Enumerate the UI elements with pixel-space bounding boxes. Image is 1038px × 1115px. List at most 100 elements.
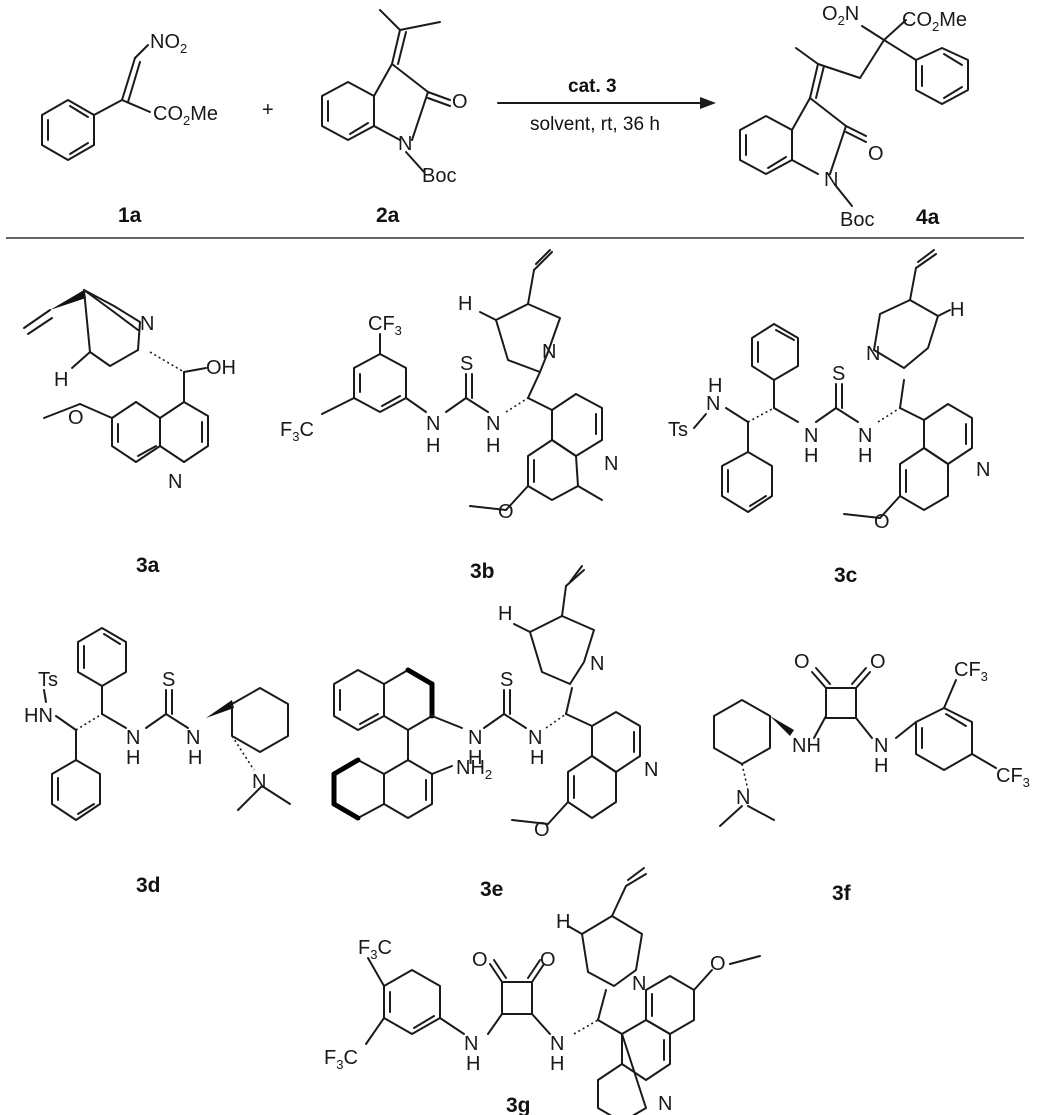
svg-text:H: H [556,911,570,933]
compound-4a: O2N CO2Me O N Boc [739,3,969,231]
svg-text:F3C: F3C [280,419,314,444]
svg-text:N: N [168,471,182,493]
catalyst-label: cat. 3 [568,76,617,97]
svg-text:Boc: Boc [422,165,456,187]
svg-text:O: O [710,953,726,975]
svg-text:N: N [140,313,154,335]
conditions-label: solvent, rt, 36 h [530,114,660,135]
svg-text:H: H [530,747,544,769]
svg-text:Ts: Ts [38,669,58,691]
label-4a: 4a [916,206,940,229]
svg-text:HN: HN [24,705,53,727]
svg-text:N: N [126,727,140,749]
svg-text:O: O [868,143,884,165]
label-3e: 3e [480,878,503,901]
svg-text:N: N [874,735,888,757]
svg-text:H: H [550,1053,564,1075]
catalyst-3f: O O NH N H N CF3 CF3 [713,651,1030,827]
svg-text:N: N [590,653,604,675]
svg-text:H: H [498,603,512,625]
catalyst-3g: O O N H N H H N O N F3C F3C [324,867,761,1115]
svg-text:O: O [68,407,84,429]
svg-text:N: N [804,425,818,447]
svg-text:CO2Me: CO2Me [153,103,218,128]
svg-text:N: N [632,973,646,995]
compound-1a: NO2 CO2Me [41,31,218,161]
svg-text:N: N [528,727,542,749]
svg-text:H: H [426,435,440,457]
svg-text:H: H [126,747,140,769]
svg-text:N: N [186,727,200,749]
svg-text:N: N [398,133,412,155]
svg-text:N: N [706,393,720,415]
svg-text:H: H [188,747,202,769]
label-3d: 3d [136,874,161,897]
svg-text:O: O [540,949,556,971]
svg-text:H: H [458,293,472,315]
svg-text:H: H [468,747,482,769]
svg-text:N: N [252,771,266,793]
catalyst-3c: Ts N H N H S N H N [668,249,990,533]
svg-text:CF3: CF3 [954,659,988,684]
svg-text:NH: NH [792,735,821,757]
catalyst-3d: Ts HN N H S N H N [24,627,291,821]
svg-text:O2N: O2N [822,3,859,28]
plus-sign: + [262,99,274,121]
svg-text:NH2: NH2 [456,757,492,782]
svg-text:H: H [466,1053,480,1075]
svg-text:O: O [498,501,514,523]
svg-text:CF3: CF3 [368,313,402,338]
label-3b: 3b [470,560,495,583]
svg-text:N: N [858,425,872,447]
svg-text:H: H [874,755,888,777]
label-3g: 3g [506,1094,531,1115]
catalyst-3a: N OH H O N [23,289,236,493]
catalyst-3e: N H S N H NH2 H N N O [331,565,658,841]
svg-text:NO2: NO2 [150,31,187,56]
label-1a: 1a [118,204,142,227]
svg-text:N: N [486,413,500,435]
svg-text:O: O [870,651,886,673]
svg-text:S: S [460,353,473,375]
svg-text:N: N [976,459,990,481]
reaction-arrow [497,97,716,109]
label-3a: 3a [136,554,160,577]
svg-text:N: N [550,1033,564,1055]
svg-text:S: S [832,363,845,385]
svg-text:N: N [468,727,482,749]
svg-text:O: O [874,511,890,533]
label-3f: 3f [832,882,852,905]
svg-text:N: N [644,759,658,781]
svg-text:N: N [464,1033,478,1055]
svg-text:OH: OH [206,357,236,379]
svg-text:F3C: F3C [358,937,392,962]
svg-text:H: H [486,435,500,457]
svg-text:S: S [162,669,175,691]
svg-text:H: H [54,369,68,391]
svg-text:F3C: F3C [324,1047,358,1072]
svg-text:H: H [804,445,818,467]
svg-text:N: N [542,341,556,363]
svg-text:CF3: CF3 [996,765,1030,790]
svg-text:S: S [500,669,513,691]
svg-text:Ts: Ts [668,419,688,441]
svg-text:N: N [604,453,618,475]
svg-text:Boc: Boc [840,209,874,231]
svg-text:N: N [866,343,880,365]
svg-text:O: O [794,651,810,673]
compound-2a: O N Boc [321,9,468,187]
svg-text:O: O [472,949,488,971]
svg-text:N: N [824,169,838,191]
label-3c: 3c [834,564,858,587]
label-2a: 2a [376,204,400,227]
svg-text:N: N [426,413,440,435]
catalyst-3b: CF3 F3C N H S N H H N N O [280,249,618,523]
svg-text:O: O [452,91,468,113]
svg-text:H: H [708,375,722,397]
svg-text:H: H [950,299,964,321]
svg-text:H: H [858,445,872,467]
svg-text:N: N [736,787,750,809]
svg-text:O: O [534,819,550,841]
